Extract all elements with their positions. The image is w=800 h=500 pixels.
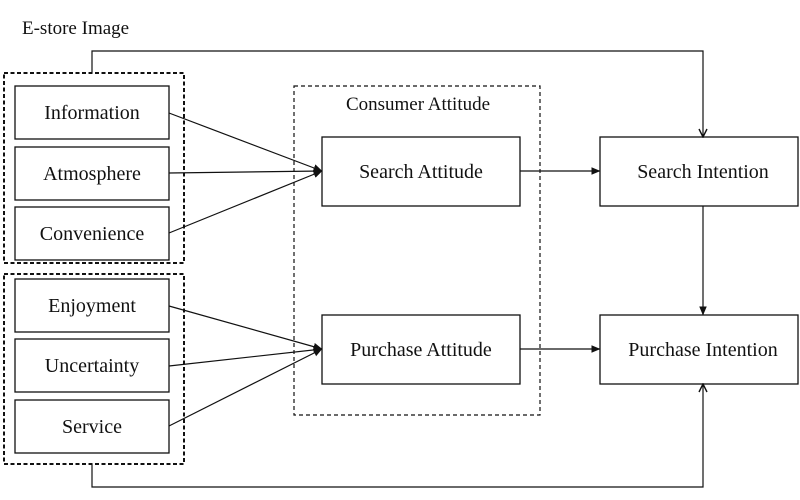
node-uncertainty: Uncertainty [14,338,170,393]
node-service-label: Service [62,416,122,438]
node-convenience: Convenience [14,206,170,261]
consumer-attitude-group-label: Consumer Attitude [346,94,490,115]
node-information: Information [14,85,170,140]
node-purchase-attitude: Purchase Attitude [321,314,521,385]
node-purchase-intention: Purchase Intention [599,314,799,385]
node-atmosphere-label: Atmosphere [43,163,141,185]
edge-estore-image-to-purchase-intention [91,384,703,488]
estore-image-group-top [3,72,185,264]
node-atmosphere: Atmosphere [14,146,170,201]
edge-uncertainty-to-purchase-attitude [168,346,323,367]
node-purchase-intention-label: Purchase Intention [628,339,777,361]
estore-image-group-bottom [3,273,185,465]
node-enjoyment: Enjoyment [14,278,170,333]
node-information-label: Information [44,102,140,124]
node-service: Service [14,399,170,454]
edge-convenience-to-search-attitude [168,170,323,234]
node-search-intention-label: Search Intention [637,161,769,183]
node-uncertainty-label: Uncertainty [45,355,139,377]
consumer-attitude-group [293,85,541,416]
node-search-intention: Search Intention [599,136,799,207]
node-search-attitude: Search Attitude [321,136,521,207]
estore-image-group-label: E-store Image [22,18,129,39]
edge-information-to-search-attitude [168,112,323,172]
node-search-attitude-label: Search Attitude [359,161,483,183]
edge-atmosphere-to-search-attitude [168,167,323,175]
node-convenience-label: Convenience [40,223,145,245]
node-purchase-attitude-label: Purchase Attitude [350,339,492,361]
edge-service-to-purchase-attitude [168,348,323,427]
edge-enjoyment-to-purchase-attitude [168,305,323,351]
node-enjoyment-label: Enjoyment [48,295,136,317]
edge-estore-image-to-search-intention [91,50,703,137]
